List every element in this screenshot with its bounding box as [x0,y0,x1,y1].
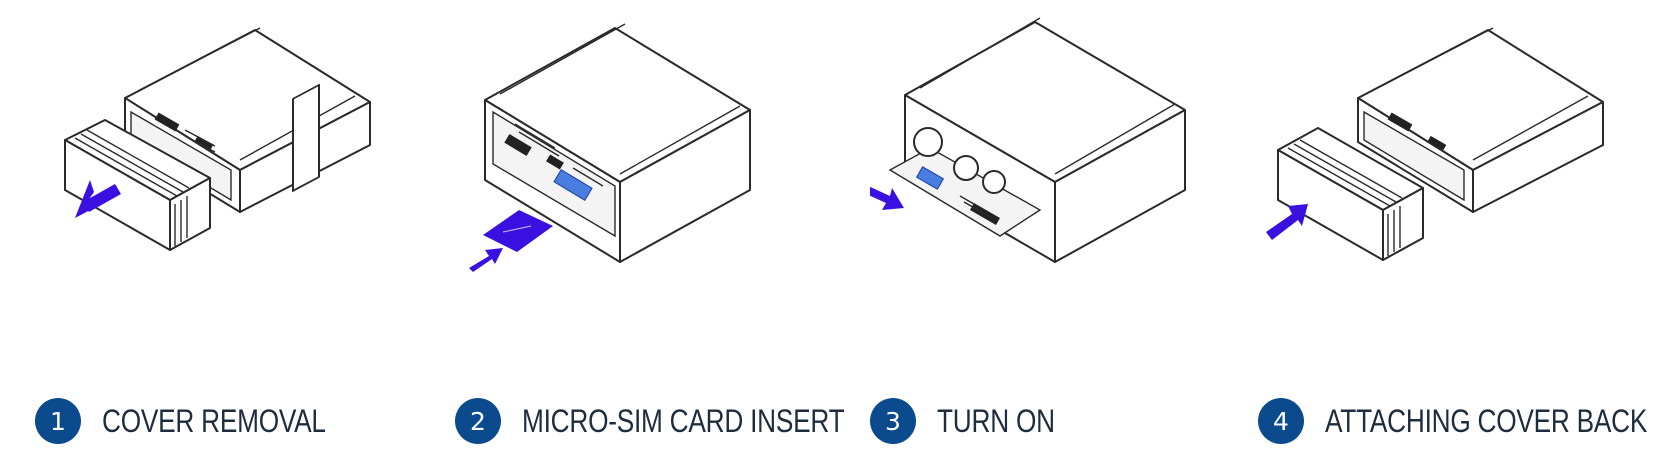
step-1-caption: 1 COVER REMOVAL [35,398,375,444]
end-cover [1277,127,1424,261]
end-cover [64,119,211,251]
device-illustration-turn-on [870,0,1290,330]
step-number-badge: 1 [35,398,81,444]
sim-card-icon [483,210,553,252]
step-title: ATTACHING COVER BACK [1325,402,1648,439]
step-number-badge: 3 [870,398,916,444]
device-illustration-cover-removal [35,0,455,330]
step-title: TURN ON [937,402,1055,439]
step-title: COVER REMOVAL [102,402,326,439]
step-4-caption: 4 ATTACHING COVER BACK [1258,398,1679,444]
step-2-caption: 2 MICRO-SIM CARD INSERT [455,398,915,444]
device-illustration-sim-insert [455,0,875,330]
step-number-badge: 4 [1258,398,1304,444]
step-3-caption: 3 TURN ON [870,398,1081,444]
arrow-in-icon [1266,204,1308,240]
arrow-in-icon [870,186,904,210]
step-number-badge: 2 [455,398,501,444]
device-illustration-attach-cover [1258,0,1678,330]
arrow-in-icon [469,248,503,272]
arrow-out-icon [75,180,121,218]
switch-icon [915,166,945,190]
step-title: MICRO-SIM CARD INSERT [522,402,845,439]
